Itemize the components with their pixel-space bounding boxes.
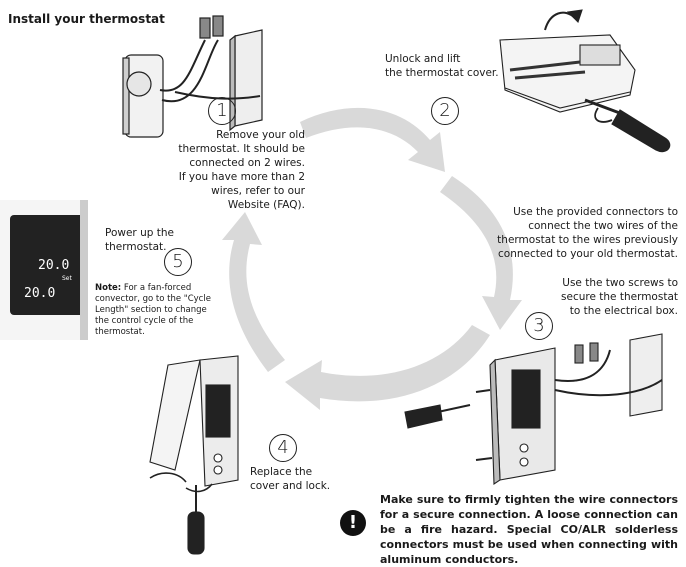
step-1-text: Remove your old thermostat. It should be…: [178, 129, 305, 211]
step-1-number: 1: [207, 93, 237, 125]
step-3-number: 3: [524, 308, 554, 340]
exclamation-icon: !: [340, 510, 366, 536]
old-thermostat-illustration: [122, 15, 263, 138]
arrow-4-to-5: [222, 212, 285, 372]
display-temp-top: 20.0: [38, 258, 70, 273]
step-4-text: Replace the cover and lock.: [250, 466, 331, 492]
arrow-1-to-2: [300, 107, 445, 172]
warning-text: Make sure to firmly tighten the wire con…: [380, 493, 678, 566]
mount-thermostat-illustration: [404, 333, 663, 486]
display-temp-bottom: 20.0: [24, 286, 56, 301]
step-2-number: 2: [430, 93, 460, 125]
arrow-2-to-3: [440, 176, 522, 330]
arrow-3-to-4: [285, 325, 490, 410]
replace-cover-illustration: [149, 355, 239, 555]
step-5-note: Note: For a fan-forced convector, go to …: [95, 283, 211, 337]
step-5-text: Power up the thermostat.: [105, 227, 174, 253]
step-3-text-connectors: Use the provided connectors to connect t…: [497, 206, 678, 260]
display-illustration: [0, 200, 88, 340]
display-set-label: Set: [62, 275, 72, 282]
step-3-text-screws: Use the two screws to secure the thermos…: [561, 277, 678, 317]
unlock-cover-illustration: [499, 9, 671, 153]
page-title: Install your thermostat: [8, 12, 165, 26]
step-4-number: 4: [268, 430, 298, 462]
cycle-arrows: [222, 107, 522, 410]
step-5-number: 5: [163, 244, 193, 276]
step-2-text: Unlock and lift the thermostat cover.: [385, 53, 499, 79]
